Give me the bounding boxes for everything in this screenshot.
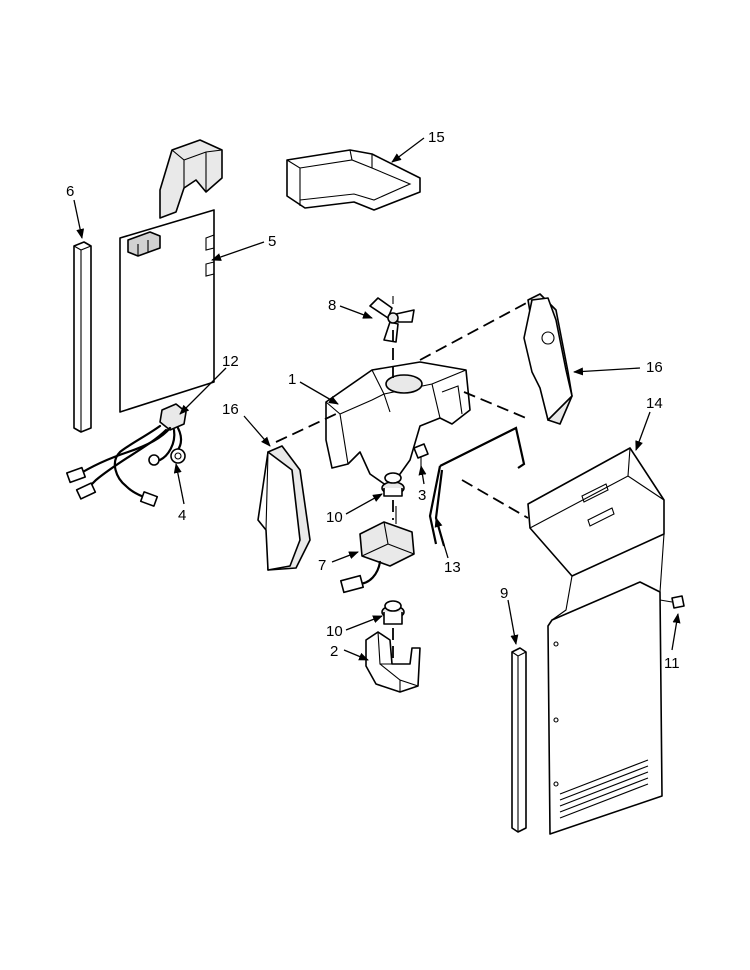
- callout-10-upper: 10: [326, 509, 343, 526]
- callout-5: 5: [268, 233, 276, 250]
- callout-2: 2: [330, 643, 338, 660]
- callout-15: 15: [428, 129, 445, 146]
- callout-1: 1: [288, 371, 296, 388]
- part-9-gasket-strip: [511, 647, 527, 833]
- callout-10-lower: 10: [326, 623, 343, 640]
- callout-6: 6: [66, 183, 74, 200]
- part-10-upper-grommet: [381, 472, 405, 497]
- part-11-screw: [659, 595, 685, 609]
- part-7-fan-motor: [339, 506, 415, 594]
- part-12-wire-harness: [65, 403, 187, 507]
- part-16-left-insulation: [257, 445, 311, 571]
- callout-4: 4: [178, 507, 186, 524]
- callout-9: 9: [500, 585, 508, 602]
- part-10-lower-grommet: [381, 600, 405, 625]
- part-4-grommet: [170, 448, 186, 464]
- part-13-wire-bracket: [428, 426, 526, 547]
- part-15-top-bracket: [286, 149, 421, 211]
- callout-12: 12: [222, 353, 239, 370]
- part-2-motor-bracket: [365, 631, 421, 693]
- part-14-rear-cover: [527, 447, 665, 835]
- callout-7: 7: [318, 557, 326, 574]
- callout-16-right: 16: [646, 359, 663, 376]
- callout-labels: 6 5 15 8 12 1 16 16 14 4 3 10 7 13 10 2 …: [66, 129, 680, 672]
- callout-11: 11: [664, 655, 680, 672]
- callout-16-left: 16: [222, 401, 239, 418]
- callout-leaders: [73, 137, 681, 661]
- part-16-right-insulation: [523, 293, 573, 425]
- part-5-air-duct-panel: [119, 139, 223, 413]
- callout-13: 13: [444, 559, 461, 576]
- part-3-screw: [413, 443, 429, 466]
- callout-14: 14: [646, 395, 663, 412]
- assembly-dashed-lines: [275, 299, 533, 664]
- part-8-fan-blade: [369, 296, 415, 343]
- part-1-fan-housing: [325, 361, 471, 489]
- callout-8: 8: [328, 297, 336, 314]
- callout-3: 3: [418, 487, 426, 504]
- part-6-gasket-strip: [73, 241, 92, 433]
